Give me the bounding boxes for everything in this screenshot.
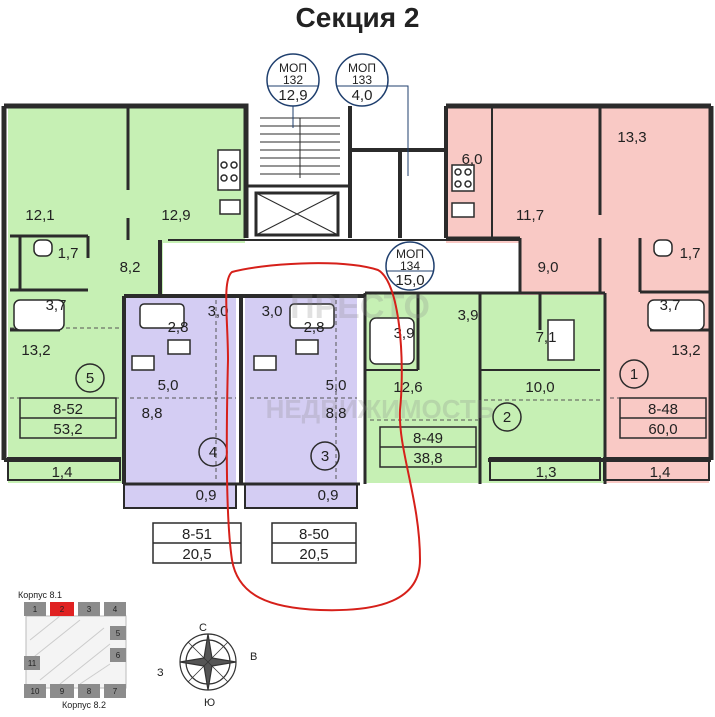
- apartment-3-area: 20,5: [299, 546, 328, 563]
- room-area: 5,0: [326, 377, 347, 394]
- mop-134-area: 15,0: [395, 272, 424, 289]
- mop-133-area: 4,0: [352, 87, 373, 104]
- room-area: 3,7: [46, 297, 67, 314]
- compass-rose-icon: [179, 633, 237, 691]
- watermark-line1: ПРЕСТО: [290, 288, 430, 326]
- room-area: 1,4: [650, 464, 671, 481]
- room-area: 10,0: [525, 379, 554, 396]
- mop-134-number: 134: [400, 259, 420, 273]
- keyplan-cell: 10: [31, 687, 40, 696]
- apt-plates: [19, 397, 707, 564]
- room-area: 13,2: [21, 342, 50, 359]
- apartment-4-number: 4: [209, 444, 217, 461]
- walls: [1, 103, 714, 486]
- room-area: 5,0: [158, 377, 179, 394]
- watermark: ПРЕСТО НЕДВИЖИМОСТЬ: [266, 288, 495, 424]
- room-area: 12,6: [393, 379, 422, 396]
- compass-west: З: [157, 667, 164, 679]
- apartment-4-area: 20,5: [182, 546, 211, 563]
- room-area: 3,0: [262, 303, 283, 320]
- balcony-4: [123, 483, 237, 509]
- apartment-1-main: [604, 108, 709, 483]
- apartment-2-code: 8-49: [413, 430, 443, 447]
- apartment-2-number: 2: [503, 409, 511, 426]
- mop-132-label: МОП: [279, 61, 307, 75]
- balcony-3: [244, 483, 358, 509]
- apartment-1-hall: [520, 240, 610, 295]
- watermark-line2: НЕДВИЖИМОСТЬ: [266, 394, 495, 424]
- keyplan-cell: 11: [28, 659, 37, 668]
- apartment-4-area: [124, 296, 236, 508]
- apartment-2-area: 38,8: [413, 450, 442, 467]
- room-area: 8,8: [142, 405, 163, 422]
- mop-134-marker: [385, 241, 435, 291]
- room-area: 6,0: [462, 151, 483, 168]
- mop-132-number: 132: [283, 73, 303, 87]
- apartment-1-code: 8-48: [648, 401, 678, 418]
- key-plan: Корпус 8.1 Корпус 8.2 1 2 3 4 5 6 7 8: [18, 590, 127, 710]
- room-area: 2,8: [304, 319, 325, 336]
- room-area: 12,1: [25, 207, 54, 224]
- apartment-5-area: 53,2: [53, 421, 82, 438]
- keyplan-cell: 6: [116, 651, 121, 660]
- room-area: 2,8: [168, 319, 189, 336]
- room-area: 9,0: [538, 259, 559, 276]
- room-area: 3,9: [458, 307, 479, 324]
- fixtures: [13, 149, 705, 371]
- room-labels: 12,1 12,9 1,7 8,2 3,7 13,2 1,4 3,0 2,8 5…: [21, 129, 700, 504]
- room-area: 3,0: [208, 303, 229, 320]
- room-area: 11,7: [516, 207, 544, 224]
- room-area: 8,2: [120, 259, 141, 276]
- keyplan-cell: 8: [87, 687, 92, 696]
- mop-133-marker: [335, 53, 389, 107]
- room-area: 3,7: [660, 297, 681, 314]
- mop-133-number: 133: [352, 73, 372, 87]
- room-area: 0,9: [196, 487, 217, 504]
- mop-133-label: МОП: [348, 61, 376, 75]
- keyplan-cell: 4: [113, 605, 118, 614]
- room-area: 1,4: [52, 464, 73, 481]
- apartment-4-code: 8-51: [182, 526, 212, 543]
- room-area: 8,8: [326, 405, 347, 422]
- room-area: 13,3: [617, 129, 646, 146]
- apartment-1-area: 60,0: [648, 421, 677, 438]
- apartment-3-code: 8-50: [299, 526, 329, 543]
- mop-132-area: 12,9: [278, 87, 307, 104]
- keyplan-bottom-label: Корпус 8.2: [62, 700, 106, 710]
- apartment-5-number: 5: [86, 370, 94, 387]
- room-area: 13,2: [671, 342, 700, 359]
- room-area: 12,9: [161, 207, 190, 224]
- keyplan-cell: 1: [33, 605, 38, 614]
- keyplan-cell: 9: [60, 687, 65, 696]
- keyplan-cell: 3: [87, 605, 92, 614]
- apartment-3-number: 3: [321, 448, 329, 465]
- room-area: 7,1: [536, 329, 557, 346]
- keyplan-cell: 7: [113, 687, 118, 696]
- red-hand-drawn-loop: [225, 262, 422, 612]
- apartment-3-area: [245, 296, 357, 508]
- keyplan-top-label: Корпус 8.1: [18, 590, 62, 600]
- keyplan-cell: 5: [116, 629, 121, 638]
- mop-134-label: МОП: [396, 247, 424, 261]
- compass-east: В: [250, 651, 257, 663]
- room-area: 1,7: [58, 245, 79, 262]
- room-area: 3,9: [394, 325, 415, 342]
- room-area: 0,9: [318, 487, 339, 504]
- room-area: 1,7: [680, 245, 701, 262]
- apartment-1-number: 1: [630, 366, 638, 383]
- apartment-5-code: 8-52: [53, 401, 83, 418]
- section-title: Секция 2: [295, 2, 420, 33]
- compass-north: С: [199, 622, 207, 634]
- room-area: 1,3: [536, 464, 557, 481]
- compass-south: Ю: [204, 697, 215, 709]
- keyplan-cell: 2: [60, 605, 65, 614]
